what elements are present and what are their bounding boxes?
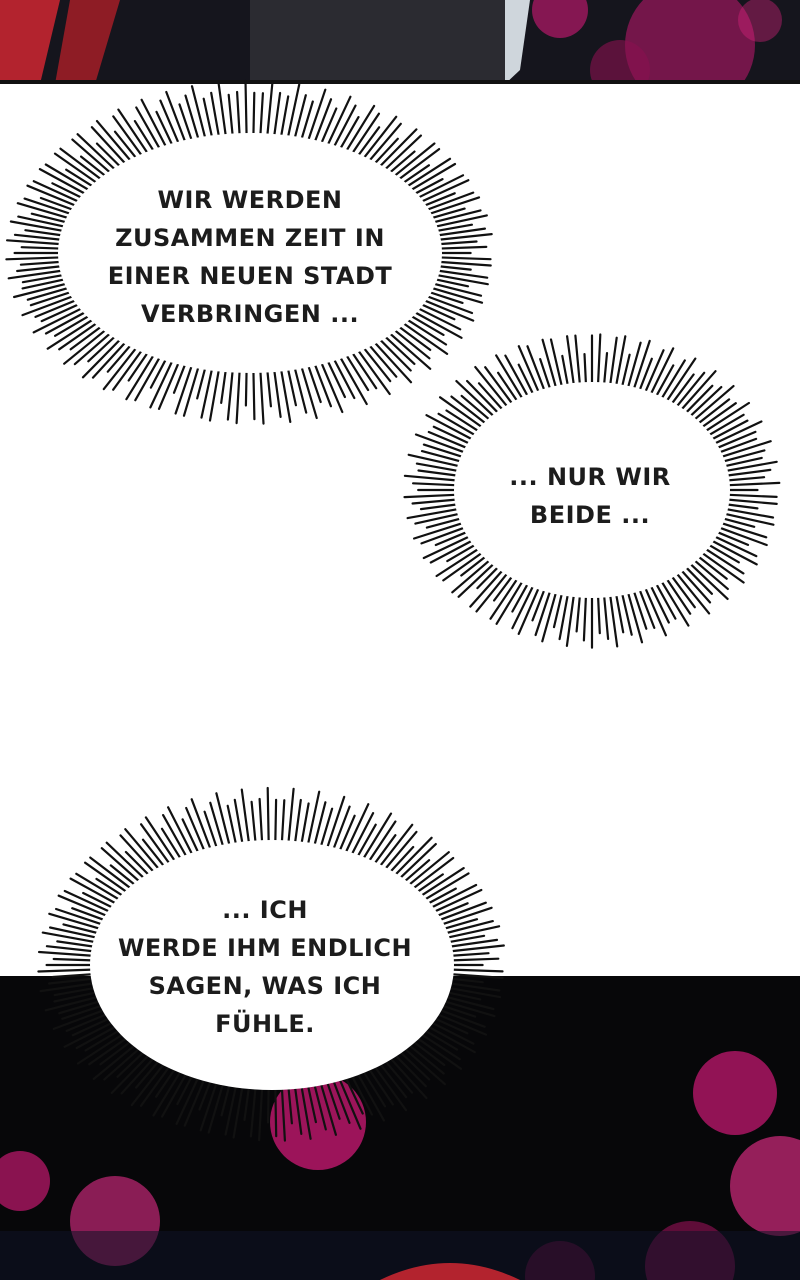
bokeh-light: [0, 1151, 50, 1211]
bokeh-light: [532, 0, 588, 38]
bokeh-light: [693, 1051, 777, 1135]
white-edge-shape: [505, 0, 530, 84]
red-hair-shape: [380, 1263, 520, 1280]
bokeh-light: [625, 0, 755, 84]
red-hair-shape: [0, 0, 60, 84]
bubble-text-2: ... NUR WIR BEIDE ...: [509, 463, 671, 529]
bokeh-light: [590, 40, 650, 84]
bubble-text-3: ... ICH WERDE IHM ENDLICH SAGEN, WAS ICH…: [117, 896, 413, 1038]
top-artwork-panel: [0, 0, 800, 84]
bokeh-light: [730, 1136, 800, 1236]
red-hair-shape-2: [55, 0, 120, 84]
bubble-text-1: WIR WERDEN ZUSAMMEN ZEIT IN EINER NEUEN …: [107, 186, 393, 328]
bokeh-light: [738, 0, 782, 42]
dark-coat-shape: [250, 0, 510, 84]
top-artwork: [0, 0, 800, 84]
bokeh-light: [270, 1074, 366, 1170]
